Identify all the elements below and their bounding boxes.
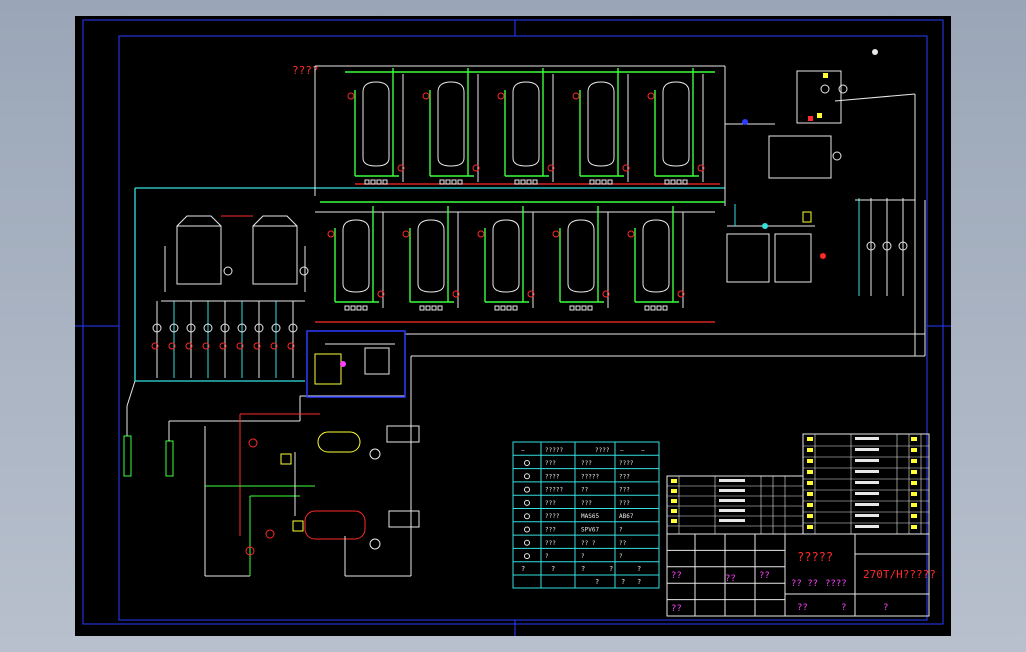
- legend-q: ?: [637, 565, 641, 573]
- top-label: ????: [292, 64, 319, 77]
- title-field-4: ?: [841, 603, 846, 613]
- title-grid-q: ??: [759, 571, 770, 581]
- legend-cell: ?? ?: [581, 540, 596, 547]
- legend-header-cell: ????: [595, 447, 610, 454]
- legend-cell: ?????: [581, 473, 599, 480]
- legend-cell: ????: [545, 513, 560, 520]
- legend-cell: ???: [545, 460, 556, 467]
- top-tank-row: [347, 68, 705, 185]
- title-grid-q: ??: [725, 574, 736, 584]
- legend-cell: ???: [545, 540, 556, 547]
- top-right-unit: [725, 49, 916, 356]
- title-field-3: ??: [797, 603, 808, 613]
- filter-tank: [327, 206, 385, 311]
- parts-list: [666, 433, 930, 535]
- process-flow-diagram: ????: [75, 19, 951, 636]
- pump: [202, 301, 213, 378]
- legend-header-cell: —: [620, 447, 624, 454]
- legend-cell: ??: [581, 487, 589, 494]
- legend-q: ?: [595, 578, 599, 586]
- pump: [236, 301, 247, 378]
- drawing-spec: 270T/H?????: [863, 568, 936, 581]
- legend-cell: ?: [619, 527, 623, 534]
- pump-array: [151, 301, 298, 378]
- pump: [151, 301, 162, 378]
- legend-cell: ????: [545, 473, 560, 480]
- legend-cell: ???: [619, 500, 630, 507]
- title-grid-q: ??: [671, 571, 682, 581]
- legend-q: ?: [609, 565, 613, 573]
- legend-cell: MAS65: [581, 513, 599, 520]
- legend-q: ?: [551, 565, 555, 573]
- drawing-title: ?????: [797, 550, 833, 564]
- filter-tank: [347, 68, 405, 185]
- filter-tank: [572, 68, 630, 185]
- legend-header-cell: —: [641, 447, 645, 454]
- middle-tank-row: [327, 206, 685, 311]
- filter-tank: [497, 68, 555, 185]
- title-field-1: ?? ??: [791, 579, 818, 589]
- legend-cell: ?: [545, 553, 549, 560]
- filter-tank: [477, 206, 535, 311]
- drawing-canvas[interactable]: ????: [75, 16, 951, 636]
- outer-frame: [82, 19, 944, 625]
- pump: [253, 301, 264, 378]
- legend-cell: ???: [581, 500, 592, 507]
- inner-frame: [118, 35, 928, 621]
- pump: [185, 301, 196, 378]
- storage-tanks: [164, 215, 309, 292]
- filter-tank: [422, 68, 480, 185]
- legend-cell: ?????: [545, 487, 563, 494]
- title-block: ???????? ????? 270T/H????? ?? ?? ???? ??…: [666, 533, 936, 617]
- pump: [168, 301, 179, 378]
- legend-cell: ???: [581, 460, 592, 467]
- legend-cell: AB67: [619, 513, 634, 520]
- legend-cell: ???: [545, 527, 556, 534]
- filter-tank: [627, 206, 685, 311]
- legend-cell: ?: [581, 553, 585, 560]
- compressor-system: [204, 425, 420, 577]
- pump: [219, 301, 230, 378]
- legend-cell: ???: [619, 487, 630, 494]
- legend-header-cell: —: [521, 447, 525, 454]
- legend-cell: ??: [619, 540, 627, 547]
- legend-table: —?????????——????????????????????????????…: [512, 441, 660, 589]
- pump: [270, 301, 281, 378]
- dosing-unit-box: [306, 330, 406, 398]
- title-grid-q: ??: [671, 604, 682, 614]
- legend-cell: ????: [619, 460, 634, 467]
- legend-cell: ???: [619, 473, 630, 480]
- title-field-2: ????: [825, 579, 847, 589]
- legend-q: ?: [621, 578, 625, 586]
- legend-q: ?: [581, 565, 585, 573]
- legend-q: ?: [521, 565, 525, 573]
- filter-tank: [552, 206, 610, 311]
- filter-tank: [402, 206, 460, 311]
- legend-cell: ?: [619, 553, 623, 560]
- legend-header-cell: ?????: [545, 447, 563, 454]
- legend-cell: ???: [545, 500, 556, 507]
- pump: [287, 301, 298, 378]
- legend-cell: SPV67: [581, 527, 599, 534]
- title-field-5: ?: [883, 603, 888, 613]
- filter-tank: [647, 68, 705, 185]
- right-mid-unit: [726, 198, 915, 296]
- legend-q: ?: [637, 578, 641, 586]
